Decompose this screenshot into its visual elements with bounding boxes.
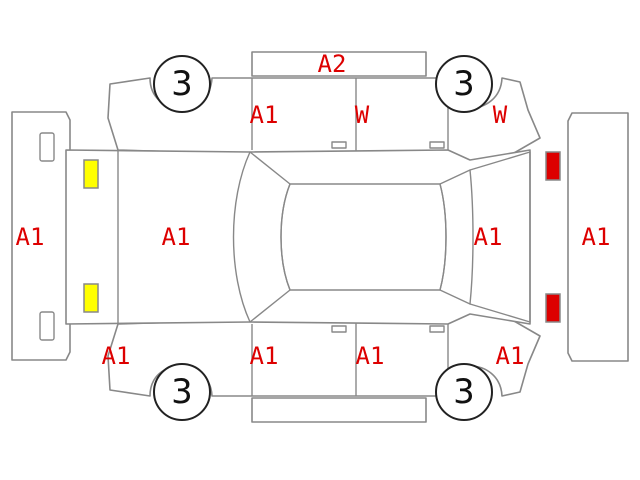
front-bumper [11,111,71,361]
tire-rear-right: 3 [435,363,493,421]
tire-front-left-rating: 3 [171,64,193,104]
code-roof-rail-top: A2 [318,50,347,78]
tire-front-left: 3 [153,55,211,113]
code-rear-door-top: W [355,101,370,129]
code-front-fender-bottom: A1 [102,342,131,370]
headlight-left [83,159,99,189]
tire-rear-left-rating: 3 [453,64,475,104]
code-rear-quarter-top: W [493,101,508,129]
taillight-left [545,151,561,181]
code-front-door-bottom: A1 [250,342,279,370]
rear-bumper [567,112,629,362]
headlight-right [83,283,99,313]
code-front-bumper: A1 [16,223,45,251]
taillight-right [545,293,561,323]
code-rear-door-bottom: A1 [356,342,385,370]
code-front-door-top: A1 [250,101,279,129]
code-rear-quarter-bottom: A1 [496,342,525,370]
code-hood: A1 [162,223,191,251]
tire-front-right-rating: 3 [171,372,193,412]
code-trunk: A1 [474,223,503,251]
tire-front-right: 3 [153,363,211,421]
code-rear-bumper: A1 [582,223,611,251]
tire-rear-right-rating: 3 [453,372,475,412]
tire-rear-left: 3 [435,55,493,113]
car-body-top-view [65,149,531,325]
